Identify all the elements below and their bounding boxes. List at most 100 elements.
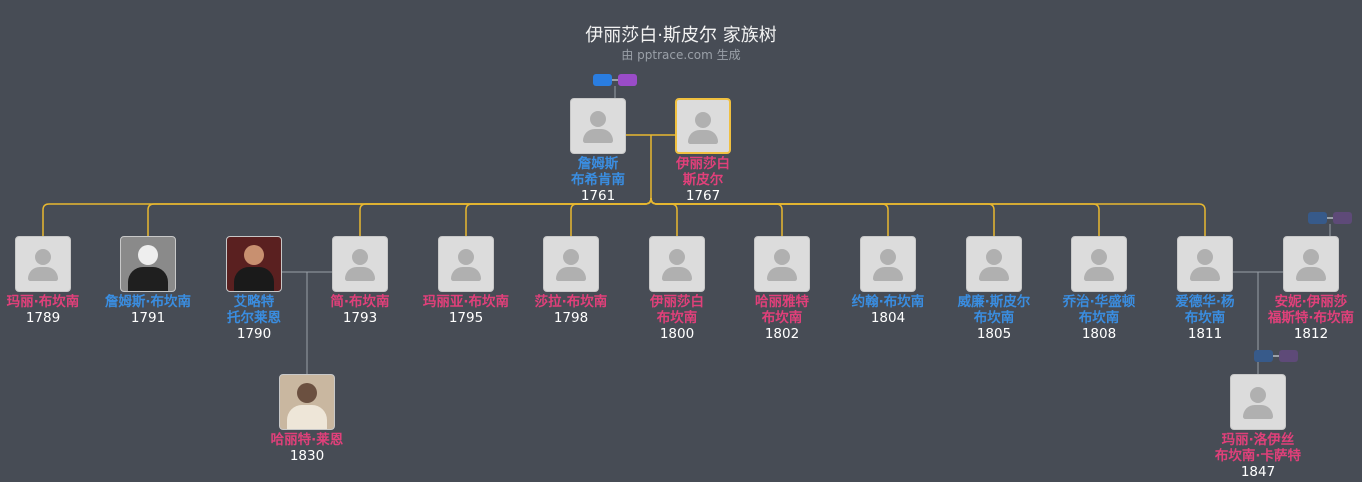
person-name[interactable]: 艾略特 — [233, 294, 275, 310]
birth-year: 1812 — [1293, 326, 1329, 342]
person-name[interactable]: 玛丽·布坎南 — [6, 294, 80, 310]
person-name-line2[interactable]: 福斯特·布坎南 — [1267, 310, 1355, 326]
person-card-sarah-1798[interactable] — [543, 236, 599, 292]
avatar-body-icon — [287, 405, 327, 429]
person-card-mary-louise[interactable] — [1230, 374, 1286, 430]
person-name[interactable]: 安妮·伊丽莎 — [1274, 294, 1348, 310]
avatar-body-icon — [767, 267, 797, 281]
person-card-george-1808[interactable] — [1071, 236, 1127, 292]
person-avatar-icon — [880, 249, 896, 265]
person-name[interactable]: 威廉·斯皮尔 — [957, 294, 1031, 310]
birth-year: 1847 — [1240, 464, 1276, 480]
avatar-body-icon — [1190, 267, 1220, 281]
expand-parents-toggle-james[interactable] — [593, 74, 637, 86]
person-card-maria-1795[interactable] — [438, 236, 494, 292]
avatar-body-icon — [1243, 405, 1273, 419]
person-name[interactable]: 伊丽莎白 — [676, 156, 730, 172]
paternal-toggle-icon[interactable] — [593, 74, 612, 86]
person-name-line2[interactable]: 布坎南 — [1078, 310, 1120, 326]
toggle-connector — [1327, 217, 1333, 219]
person-name[interactable]: 哈丽雅特 — [755, 294, 809, 310]
person-avatar-icon — [590, 111, 606, 127]
birth-year: 1800 — [659, 326, 695, 342]
person-name[interactable]: 詹姆斯 — [577, 156, 619, 172]
expand-parents-toggle-mary-louise[interactable] — [1254, 350, 1298, 362]
person-name[interactable]: 乔治·华盛顿 — [1062, 294, 1136, 310]
toggle-connector — [612, 79, 618, 81]
avatar-body-icon — [662, 267, 692, 281]
birth-year: 1798 — [553, 310, 589, 326]
person-avatar-icon — [1250, 387, 1266, 403]
person-card-harriet-1802[interactable] — [754, 236, 810, 292]
person-card-mary-1789[interactable] — [15, 236, 71, 292]
avatar-body-icon — [451, 267, 481, 281]
birth-year: 1804 — [870, 310, 906, 326]
person-name-line2[interactable]: 布坎南 — [1184, 310, 1226, 326]
child-link-line — [650, 197, 1206, 236]
child-link-line — [570, 197, 652, 236]
person-name-line2[interactable]: 布坎南 — [761, 310, 803, 326]
avatar-body-icon — [28, 267, 58, 281]
avatar-body-icon — [556, 267, 586, 281]
person-avatar-icon — [1091, 249, 1107, 265]
avatar-body-icon — [979, 267, 1009, 281]
person-name[interactable]: 哈丽特·莱恩 — [270, 432, 344, 448]
person-card-elliott-lane[interactable] — [226, 236, 282, 292]
person-name-line2[interactable]: 布坎南 — [656, 310, 698, 326]
avatar-body-icon — [128, 267, 168, 291]
person-name-line2[interactable]: 布希肯南 — [571, 172, 625, 188]
person-name-line2[interactable]: 托尔莱恩 — [227, 310, 281, 326]
avatar-body-icon — [688, 130, 718, 144]
birth-year: 1761 — [580, 188, 616, 204]
birth-year: 1767 — [685, 188, 721, 204]
person-card-james-1791[interactable] — [120, 236, 176, 292]
person-name[interactable]: 玛丽·洛伊丝 — [1221, 432, 1295, 448]
person-card-elizabeth-speer[interactable] — [675, 98, 731, 154]
person-card-james-sr[interactable] — [570, 98, 626, 154]
tree-title: 伊丽莎白·斯皮尔 家族树 — [585, 25, 777, 46]
paternal-toggle-icon[interactable] — [1308, 212, 1327, 224]
person-name[interactable]: 玛丽亚·布坎南 — [422, 294, 510, 310]
birth-year: 1790 — [236, 326, 272, 342]
person-avatar-icon — [352, 249, 368, 265]
person-name[interactable]: 伊丽莎白 — [650, 294, 704, 310]
person-name[interactable]: 詹姆斯·布坎南 — [104, 294, 192, 310]
birth-year: 1808 — [1081, 326, 1117, 342]
birth-year: 1793 — [342, 310, 378, 326]
person-name[interactable]: 简·布坎南 — [330, 294, 390, 310]
person-avatar-icon — [458, 249, 474, 265]
person-name-line2[interactable]: 斯皮尔 — [682, 172, 724, 188]
portrait-photo-icon — [138, 245, 158, 265]
person-card-annie-1812[interactable] — [1283, 236, 1339, 292]
person-avatar-icon — [563, 249, 579, 265]
birth-year: 1802 — [764, 326, 800, 342]
person-card-jane-1793[interactable] — [332, 236, 388, 292]
person-card-harriet-lane[interactable] — [279, 374, 335, 430]
portrait-photo-icon — [244, 245, 264, 265]
maternal-toggle-icon[interactable] — [618, 74, 637, 86]
person-name-line2[interactable]: 布坎南·卡萨特 — [1214, 448, 1302, 464]
person-avatar-icon — [1303, 249, 1319, 265]
person-card-william-1805[interactable] — [966, 236, 1022, 292]
person-card-elizabeth-1800[interactable] — [649, 236, 705, 292]
person-avatar-icon — [986, 249, 1002, 265]
person-avatar-icon — [669, 249, 685, 265]
avatar-body-icon — [583, 129, 613, 143]
maternal-toggle-icon[interactable] — [1279, 350, 1298, 362]
person-name[interactable]: 约翰·布坎南 — [851, 294, 925, 310]
birth-year: 1795 — [448, 310, 484, 326]
person-name-line2[interactable]: 布坎南 — [973, 310, 1015, 326]
person-name[interactable]: 爱德华·杨 — [1175, 294, 1235, 310]
person-name[interactable]: 莎拉·布坎南 — [534, 294, 608, 310]
paternal-toggle-icon[interactable] — [1254, 350, 1273, 362]
maternal-toggle-icon[interactable] — [1333, 212, 1352, 224]
birth-year: 1789 — [25, 310, 61, 326]
person-avatar-icon — [695, 112, 711, 128]
person-card-john-1804[interactable] — [860, 236, 916, 292]
avatar-body-icon — [234, 267, 274, 291]
birth-year: 1791 — [130, 310, 166, 326]
person-card-edward-1811[interactable] — [1177, 236, 1233, 292]
birth-year: 1830 — [289, 448, 325, 464]
expand-parents-toggle-annie[interactable] — [1308, 212, 1352, 224]
